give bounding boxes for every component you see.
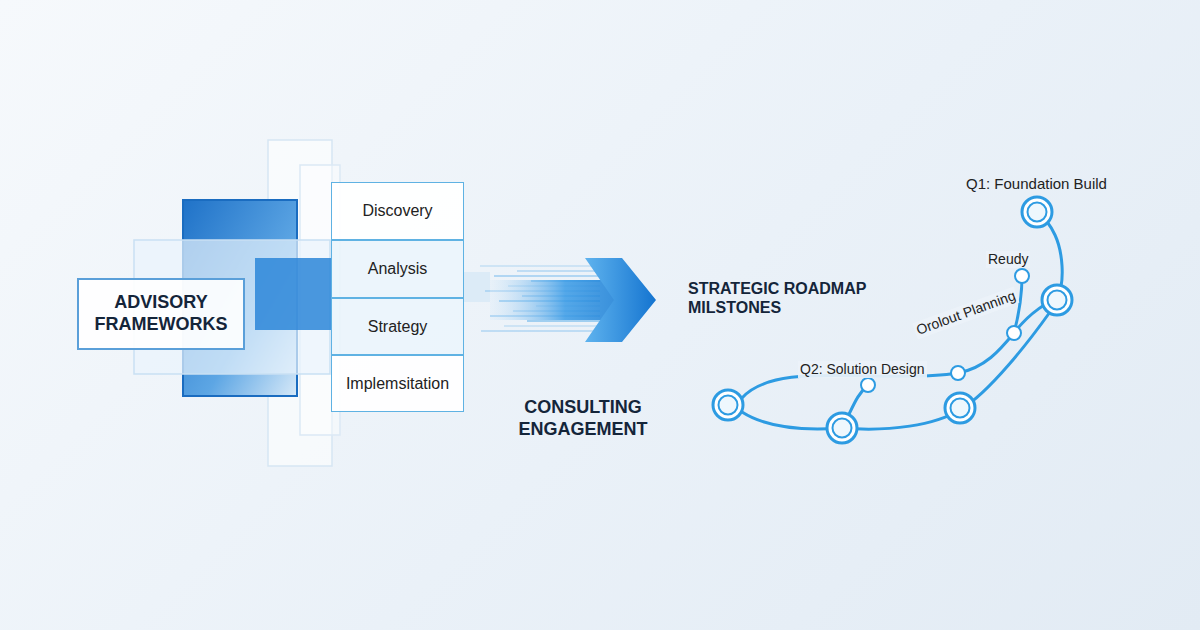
milestone-label: Reudy	[986, 251, 1030, 268]
box-label: Implemsitation	[346, 374, 449, 393]
phase-box: Strategy	[331, 298, 464, 355]
milestone-outer	[945, 393, 975, 423]
milestone-ring	[945, 393, 975, 423]
milestone-label: Orolout Planning	[912, 286, 1020, 339]
framework-box: ADVISORY FRAMEWORKS	[77, 278, 245, 350]
phase-box: Implemsitation	[331, 355, 464, 412]
milestone-ring	[713, 390, 743, 420]
speed-streak	[504, 325, 600, 327]
section-heading: STRATEGIC ROADMAP MILSTONES	[688, 279, 913, 317]
box-label: ADVISORY FRAMEWORKS	[89, 292, 233, 335]
phase-box: Analysis	[331, 240, 464, 298]
milestone-outer	[713, 390, 743, 420]
milestone-label: Q2: Solution Design	[798, 361, 927, 378]
phase-box: Discovery	[331, 182, 464, 240]
milestone-label: Q1: Foundation Build	[966, 175, 1107, 193]
milestone-dot	[861, 378, 875, 392]
speed-streak	[527, 320, 600, 322]
milestone-outer	[1042, 285, 1072, 315]
speed-streak	[494, 275, 600, 277]
milestone-ring	[1042, 285, 1072, 315]
milestone-dot	[951, 366, 965, 380]
milestone-ring	[827, 413, 857, 443]
milestone-inner	[1028, 203, 1047, 222]
speed-streak	[517, 270, 600, 272]
box-label: Strategy	[368, 317, 428, 336]
milestone-dot	[1015, 269, 1029, 283]
milestone-dot	[1007, 326, 1021, 340]
speed-streak	[480, 265, 600, 267]
milestone-ring	[1022, 197, 1052, 227]
milestone-inner	[1048, 291, 1067, 310]
connector-tab	[464, 272, 490, 302]
roadmap-path	[1014, 276, 1022, 333]
arrow-shaft	[490, 280, 615, 320]
box-label: Analysis	[368, 259, 428, 278]
roadmap-path	[742, 212, 1062, 429]
arrow-head	[585, 258, 656, 342]
milestone-inner	[833, 419, 852, 438]
section-heading: CONSULTING ENGAGEMENT	[512, 397, 654, 440]
milestone-inner	[951, 399, 970, 418]
milestone-outer	[827, 413, 857, 443]
speed-streak	[481, 330, 600, 332]
roadmap-path	[742, 300, 1057, 398]
milestone-inner	[719, 396, 738, 415]
box-label: Discovery	[362, 201, 432, 220]
blue-block	[255, 258, 331, 330]
milestone-outer	[1022, 197, 1052, 227]
milestone-markers	[713, 197, 1072, 443]
